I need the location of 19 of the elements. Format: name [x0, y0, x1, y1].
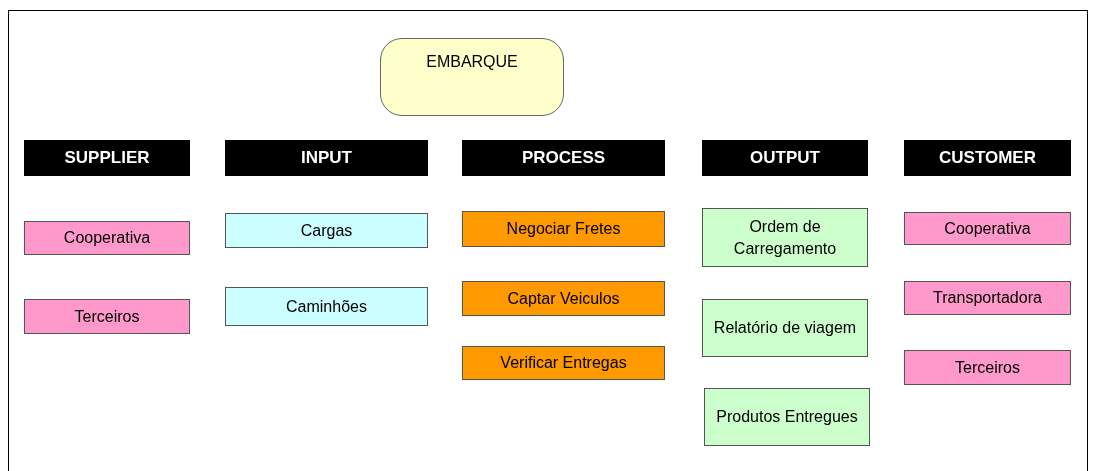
output-box: Produtos Entregues	[704, 388, 870, 446]
customer-box: Terceiros	[904, 350, 1071, 385]
output-box: Relatório de viagem	[702, 299, 868, 357]
process-box: Verificar Entregas	[462, 346, 665, 380]
supplier-box: Cooperativa	[24, 221, 190, 255]
supplier-box: Terceiros	[24, 299, 190, 334]
process-box: Captar Veiculos	[462, 281, 665, 316]
column-header: CUSTOMER	[904, 140, 1071, 176]
process-box: Negociar Fretes	[462, 211, 665, 247]
column-header: PROCESS	[462, 140, 665, 176]
input-box: Cargas	[225, 213, 428, 248]
column-header: OUTPUT	[702, 140, 868, 176]
process-title-box: EMBARQUE	[380, 38, 564, 116]
customer-box: Transportadora	[904, 281, 1071, 315]
column-header: INPUT	[225, 140, 428, 176]
input-box: Caminhões	[225, 287, 428, 326]
customer-box: Cooperativa	[904, 212, 1071, 245]
column-header: SUPPLIER	[24, 140, 190, 176]
output-box: Ordem de Carregamento	[702, 208, 868, 267]
